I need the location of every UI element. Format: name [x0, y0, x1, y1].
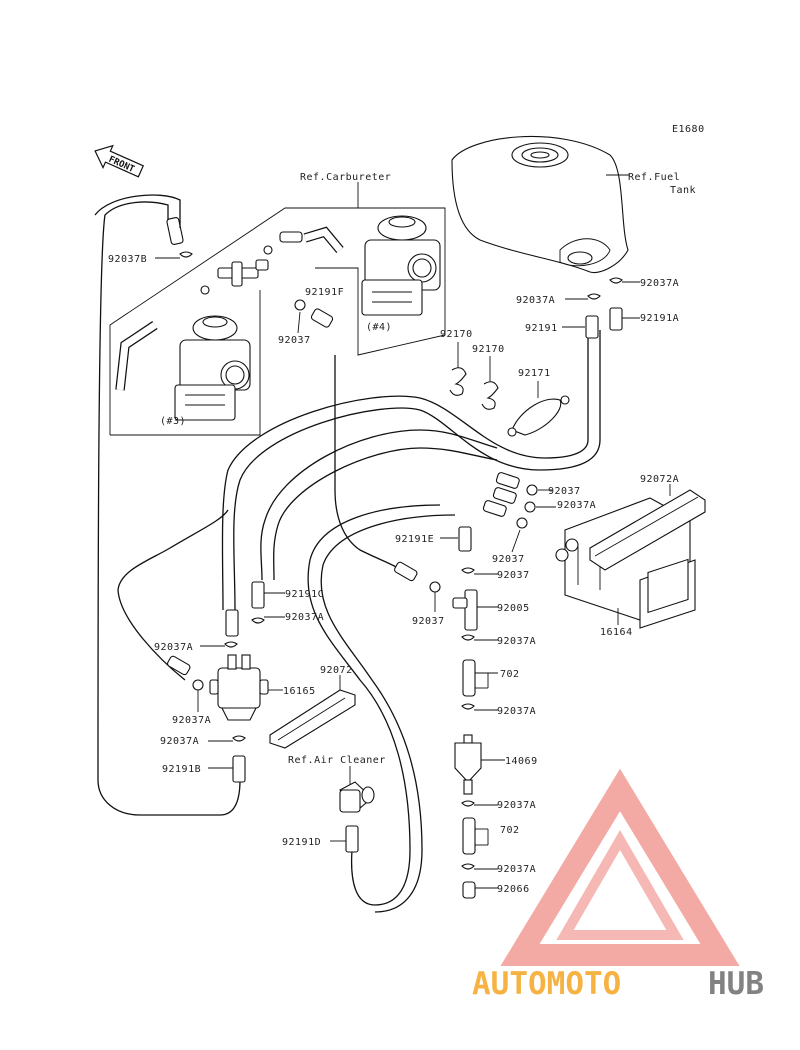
- clamp-icon: [481, 381, 499, 410]
- part-92170a: 92170: [440, 329, 473, 340]
- part-92037-center: 92037: [412, 616, 445, 627]
- part-92037A-r3: 92037A: [497, 800, 536, 811]
- clip-icon: [461, 703, 475, 710]
- diagram-code: E1680: [672, 124, 705, 135]
- clip-icon: [461, 800, 475, 807]
- part-16165: 16165: [283, 686, 316, 697]
- hose-stub-icon: [279, 231, 303, 243]
- part-92170b: 92170: [472, 344, 505, 355]
- clip-icon: [461, 863, 475, 870]
- fitting-92005-icon: [452, 589, 478, 631]
- automotohub-logo: AUTOMOTO HUB: [472, 768, 764, 1002]
- part-92037-carb: 92037: [278, 335, 311, 346]
- part-16164: 16164: [600, 627, 633, 638]
- clamp-icon: [449, 367, 467, 396]
- part-92072A: 92072A: [640, 474, 679, 485]
- watermark-part2: HUB: [708, 966, 764, 1002]
- fuel-hose-routing: [94, 194, 601, 913]
- carb3-label: (#3): [160, 416, 186, 427]
- carburetor-group: Ref.Carbureter (#3) (#4): [109, 172, 446, 436]
- clip-icon: [232, 735, 246, 742]
- fuel-tank-icon: [451, 135, 629, 274]
- carb4-label: (#4): [366, 322, 392, 333]
- front-arrow-icon: FRONT: [94, 144, 145, 178]
- t-joint-icon: [217, 259, 269, 287]
- part-92037A-r2: 92037A: [497, 706, 536, 717]
- clamp-icon: [511, 398, 562, 436]
- cap-icon: [462, 881, 476, 899]
- part-92191B: 92191B: [162, 764, 201, 775]
- clip-icon: [461, 567, 475, 574]
- part-92191F: 92191F: [305, 287, 344, 298]
- ref-fuel-label: Ref.Fuel: [628, 172, 680, 183]
- part-92066: 92066: [497, 884, 530, 895]
- part-92191E: 92191E: [395, 534, 434, 545]
- part-92037A-tank: 92037A: [640, 278, 679, 289]
- watermark-part1: AUTOMOTO: [472, 966, 621, 1002]
- part-92037-mid2: 92037: [492, 554, 525, 565]
- pipe-icon: [462, 817, 476, 855]
- air-cleaner-elbow-icon: [339, 781, 375, 813]
- part-92191C: 92191C: [285, 589, 324, 600]
- part-92191A: 92191A: [640, 313, 679, 324]
- part-92037A-tank2: 92037A: [516, 295, 555, 306]
- clip-icon: [251, 617, 265, 624]
- clip-icon: [587, 293, 601, 300]
- clip-icon: [461, 634, 475, 641]
- part-92037A-r1: 92037A: [497, 636, 536, 647]
- part-92037A-left3: 92037A: [160, 736, 199, 747]
- part-92191: 92191: [525, 323, 558, 334]
- part-702b: 702: [500, 825, 520, 836]
- pump-bracket-icon: [269, 689, 356, 749]
- clip-icon: [224, 641, 238, 648]
- part-702a: 702: [500, 669, 520, 680]
- part-92037-mid: 92037: [548, 486, 581, 497]
- part-92037B: 92037B: [108, 254, 147, 265]
- fuel-filter-icon: [454, 734, 482, 795]
- part-92072: 92072: [320, 665, 353, 676]
- hose-stub-icon: [166, 217, 184, 245]
- clip-icon: [609, 277, 623, 284]
- part-92037-right: 92037: [497, 570, 530, 581]
- part-92037A-left2: 92037A: [172, 715, 211, 726]
- canister-bracket-icon: [589, 489, 706, 571]
- part-92171: 92171: [518, 368, 551, 379]
- part-92191D: 92191D: [282, 837, 321, 848]
- clip-icon: [179, 251, 193, 258]
- carburetor-3-icon: [174, 315, 251, 421]
- part-14069: 14069: [505, 756, 538, 767]
- ref-air-cleaner-label: Ref.Air Cleaner: [288, 755, 386, 766]
- part-92037A-left1: 92037A: [154, 642, 193, 653]
- fuel-pump-icon: [209, 654, 269, 721]
- part-92037A-mid: 92037A: [557, 500, 596, 511]
- ref-carburetor-label: Ref.Carbureter: [300, 172, 391, 183]
- ref-tank-label: Tank: [670, 185, 696, 196]
- pipe-icon: [462, 659, 476, 697]
- part-92037A-r4: 92037A: [497, 864, 536, 875]
- carburetor-4-icon: [361, 215, 441, 316]
- part-92037A-c: 92037A: [285, 612, 324, 623]
- part-92005: 92005: [497, 603, 530, 614]
